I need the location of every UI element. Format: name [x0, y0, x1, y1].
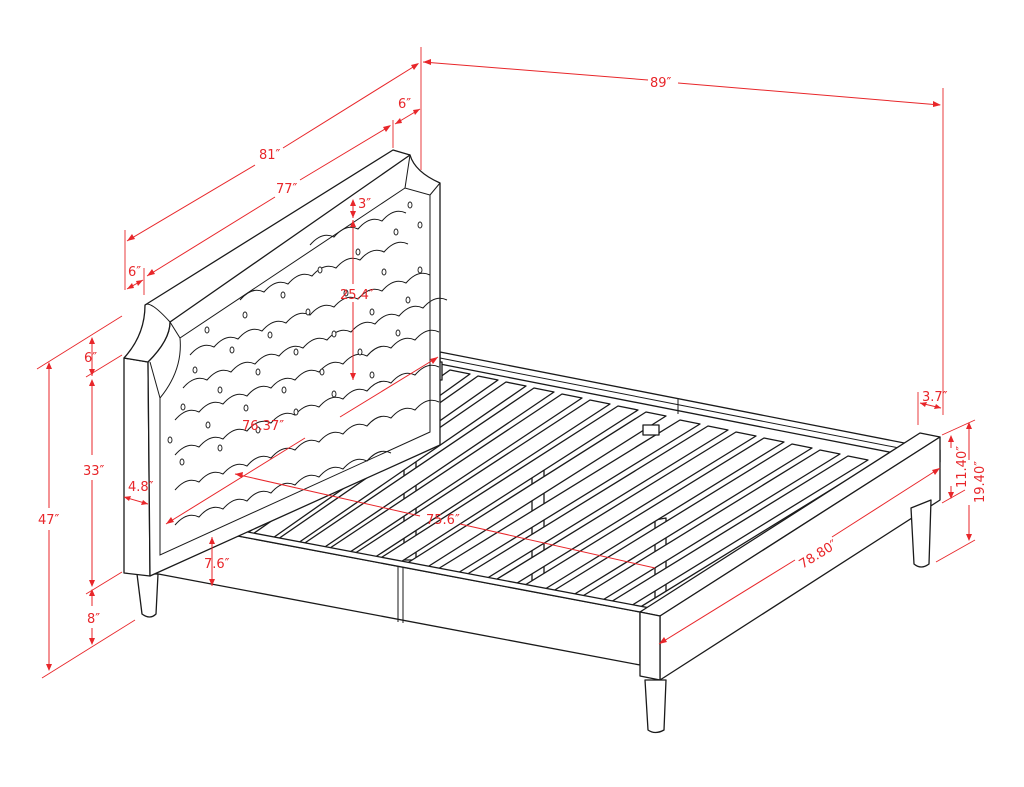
dim-overall-width: 81″ — [124, 63, 419, 290]
svg-text:3″: 3″ — [358, 197, 371, 212]
svg-text:89″: 89″ — [650, 76, 672, 91]
dim-post-width-right: 6″ — [394, 97, 421, 125]
svg-text:11.40″: 11.40″ — [955, 446, 970, 488]
headboard — [123, 149, 448, 577]
svg-text:75.6″: 75.6″ — [426, 513, 460, 528]
svg-text:25.4″: 25.4″ — [340, 288, 374, 303]
dim-rail-height: 7.6″ — [204, 537, 230, 586]
svg-text:6″: 6″ — [84, 351, 97, 366]
dim-inner-width: 76.37″ — [165, 356, 439, 525]
dim-leg-height: 8″ — [87, 589, 100, 645]
svg-text:8″: 8″ — [87, 612, 100, 627]
svg-text:47″: 47″ — [38, 513, 60, 528]
leg-front-right — [644, 679, 667, 734]
dim-footboard-rail-height: 11.40″ — [941, 419, 976, 504]
svg-text:3.7″: 3.7″ — [922, 390, 948, 405]
dim-overall-height: 47″ — [36, 315, 136, 679]
dim-headboard-top-margin: 3″ — [350, 197, 371, 218]
tufting — [174, 210, 448, 526]
leg-back-right — [910, 499, 932, 568]
svg-text:19.40″: 19.40″ — [973, 461, 988, 503]
tufting-buttons — [167, 201, 423, 466]
bed-frame — [123, 149, 941, 734]
dim-post-width-left: 6″ — [126, 265, 144, 290]
svg-text:77″: 77″ — [276, 182, 298, 197]
dim-inner-length: 75.6″ — [234, 472, 656, 569]
svg-text:6″: 6″ — [128, 265, 141, 280]
dim-footboard-thickness: 3.7″ — [917, 390, 948, 425]
svg-text:33″: 33″ — [83, 464, 105, 479]
dim-headboard-panel-height: 25.4″ — [340, 220, 374, 380]
dim-headboard-cap-height: 6″ — [84, 337, 123, 378]
dim-headboard-inner-width: 77″ — [143, 120, 394, 295]
dim-footboard-height: 19.40″ — [935, 422, 988, 563]
svg-text:6″: 6″ — [398, 97, 411, 112]
leg-front-left — [136, 573, 159, 618]
bracket — [642, 424, 660, 436]
svg-text:4.8″: 4.8″ — [128, 480, 154, 495]
dim-headboard-post-height: 33″ — [83, 379, 123, 595]
svg-text:7.6″: 7.6″ — [204, 557, 230, 572]
footboard — [639, 432, 941, 681]
dim-headboard-thickness: 4.8″ — [123, 480, 154, 505]
svg-text:76.37″: 76.37″ — [242, 419, 284, 434]
svg-text:81″: 81″ — [259, 148, 281, 163]
dim-overall-length: 89″ — [420, 47, 944, 415]
